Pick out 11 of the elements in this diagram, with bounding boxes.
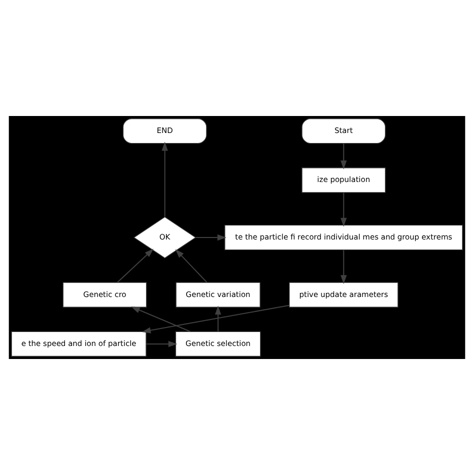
arrow bbox=[214, 305, 222, 332]
arrow bbox=[340, 192, 347, 226]
arrow bbox=[117, 248, 154, 282]
arrow bbox=[196, 234, 226, 240]
arrow bbox=[340, 250, 347, 284]
arrow bbox=[175, 248, 208, 282]
arrow bbox=[340, 143, 347, 169]
arrow bbox=[162, 141, 168, 216]
arrow bbox=[131, 306, 191, 332]
arrow bbox=[142, 304, 290, 333]
arrow bbox=[146, 340, 178, 347]
